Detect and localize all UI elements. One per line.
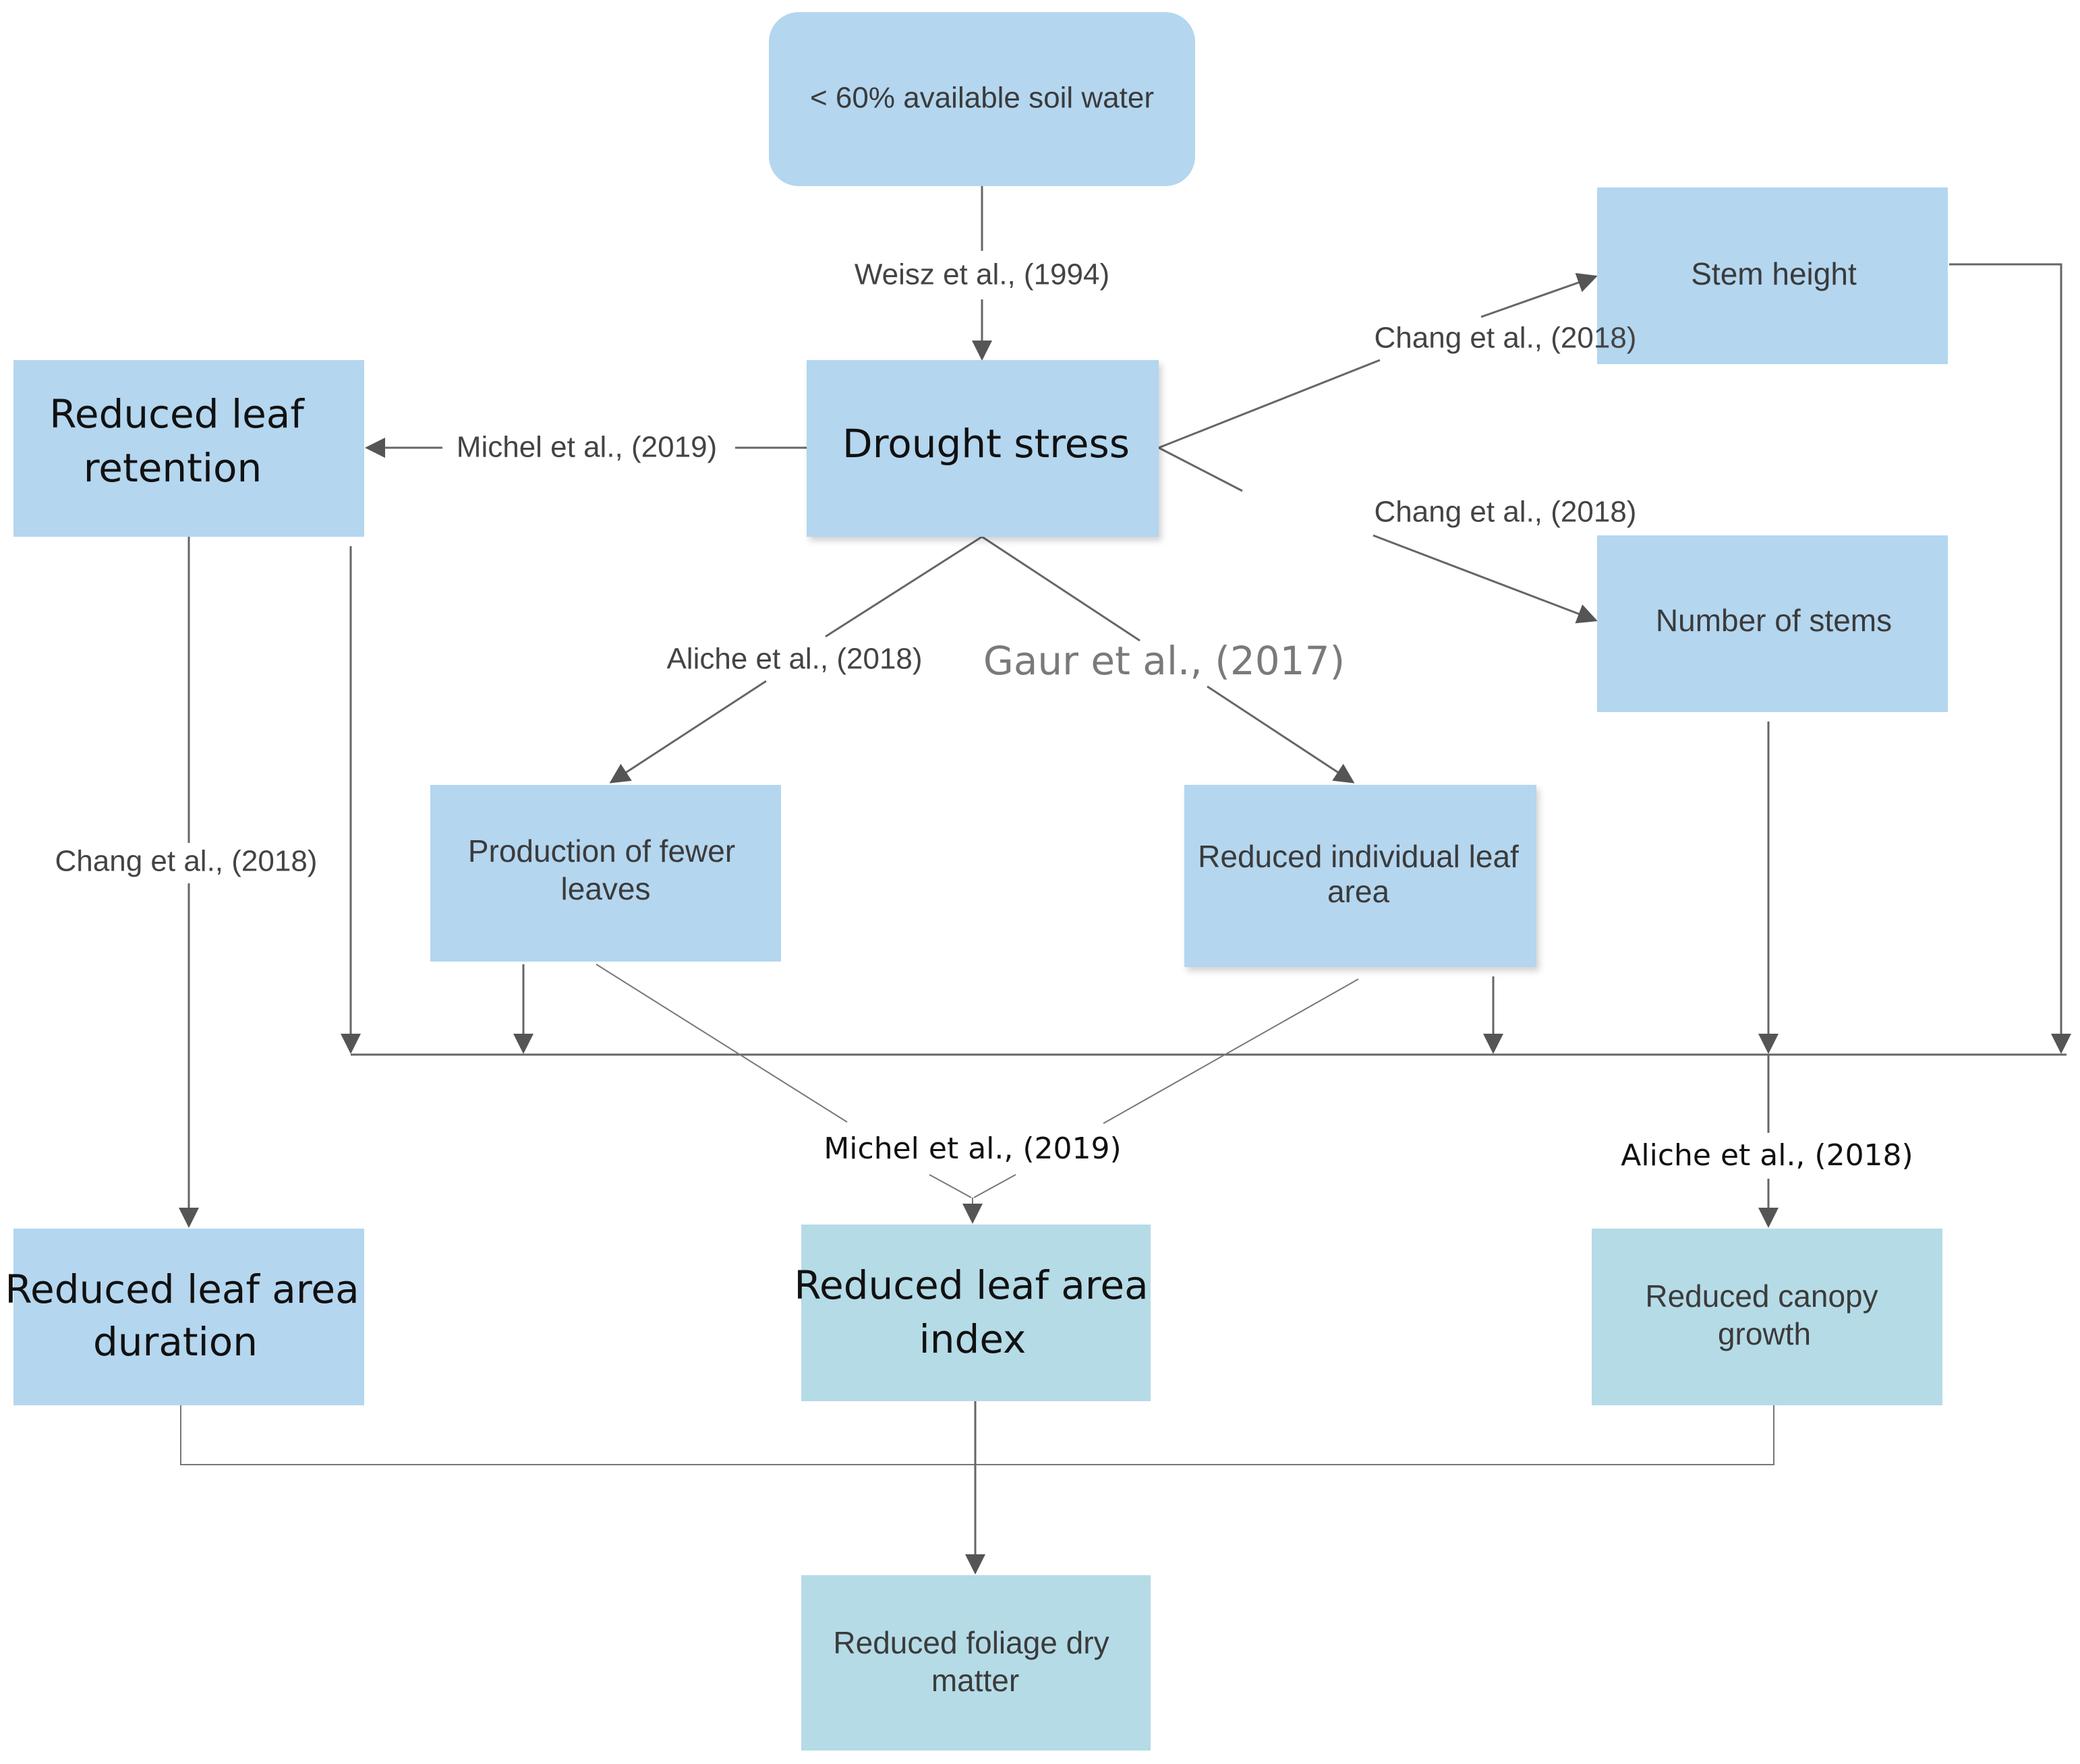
edge-label-aliche-2018-right: Aliche et al., (2018) — [1621, 1138, 1913, 1173]
edge-stem-height-route — [1949, 263, 2071, 1054]
node-canopy-growth-line1: Reduced canopy — [1645, 1278, 1878, 1314]
node-soil-water: < 60% available soil water — [769, 12, 1195, 186]
edge-drought-to-stems-a — [1158, 446, 1243, 492]
node-leaf-area-index-line1: Reduced leaf area — [794, 1262, 1148, 1308]
edge-label-weisz-1994: Weisz et al., (1994) — [855, 258, 1109, 291]
node-soil-water-label: < 60% available soil water — [810, 82, 1154, 115]
edge-drought-to-fewer-leaves-a — [825, 535, 983, 638]
node-individual-leaf-area-line2: area — [1327, 874, 1389, 909]
edge-label-michel-2019-top: Michel et al., (2019) — [457, 431, 717, 464]
edge-drought-to-stems-b — [1373, 534, 1598, 624]
node-individual-leaf-area: Reduced individual leaf area — [1184, 785, 1536, 967]
edge-drought-to-fewer-leaves-b — [609, 680, 767, 784]
edge-lai-join-right — [973, 1174, 1016, 1198]
edge-bottom-bus — [180, 1405, 1774, 1465]
node-stem-height: Stem height — [1597, 187, 1948, 364]
node-foliage-dry-matter-line2: matter — [931, 1663, 1019, 1698]
edge-drought-to-stem-height-a — [1158, 359, 1381, 449]
node-fewer-leaves: Production of fewer leaves — [430, 785, 781, 962]
node-leaf-area-duration: Reduced leaf area duration — [5, 1229, 364, 1405]
node-leaf-area-duration-line2: duration — [93, 1319, 258, 1365]
node-fewer-leaves-line1: Production of fewer — [468, 833, 735, 869]
node-stem-height-label: Stem height — [1691, 256, 1857, 291]
node-fewer-leaves-line2: leaves — [561, 871, 651, 906]
node-number-of-stems: Number of stems — [1597, 535, 1948, 712]
edge-label-chang-2018-stem-height: Chang et al., (2018) — [1375, 322, 1637, 355]
node-reduced-leaf-retention-line1: Reduced leaf — [49, 391, 305, 437]
node-leaf-area-duration-line1: Reduced leaf area — [5, 1266, 359, 1312]
edge-drought-to-leaf-area-a — [981, 535, 1140, 642]
node-reduced-leaf-retention-line2: retention — [84, 445, 262, 491]
node-canopy-growth-line2: growth — [1718, 1316, 1811, 1351]
node-foliage-dry-matter: Reduced foliage dry matter — [801, 1575, 1151, 1751]
node-individual-leaf-area-line1: Reduced individual leaf — [1198, 839, 1519, 874]
edge-label-michel-2019-bottom: Michel et al., (2019) — [824, 1131, 1121, 1166]
node-drought-stress-label: Drought stress — [842, 421, 1130, 467]
edge-label-aliche-2018-left: Aliche et al., (2018) — [666, 643, 922, 676]
edge-label-chang-2018-number-of-stems: Chang et al., (2018) — [1375, 496, 1637, 529]
node-number-of-stems-label: Number of stems — [1656, 603, 1892, 638]
edge-label-gaur-2017: Gaur et al., (2017) — [983, 638, 1345, 684]
edge-fewer-leaves-to-lai — [596, 964, 848, 1123]
node-canopy-growth: Reduced canopy growth — [1592, 1229, 1942, 1405]
node-foliage-dry-matter-line1: Reduced foliage dry — [833, 1625, 1109, 1660]
edge-label-chang-2018-left: Chang et al., (2018) — [55, 845, 318, 878]
node-leaf-area-index-line2: index — [919, 1316, 1027, 1362]
node-drought-stress: Drought stress — [807, 360, 1159, 537]
edge-drought-to-stem-height-b — [1480, 272, 1598, 318]
edge-leaf-area-to-lai — [1103, 978, 1359, 1124]
node-leaf-area-index: Reduced leaf area index — [794, 1225, 1151, 1401]
edge-lai-join-left — [929, 1174, 972, 1198]
edge-drought-to-leaf-area-b — [1207, 685, 1355, 784]
node-reduced-leaf-retention: Reduced leaf retention — [13, 360, 364, 537]
